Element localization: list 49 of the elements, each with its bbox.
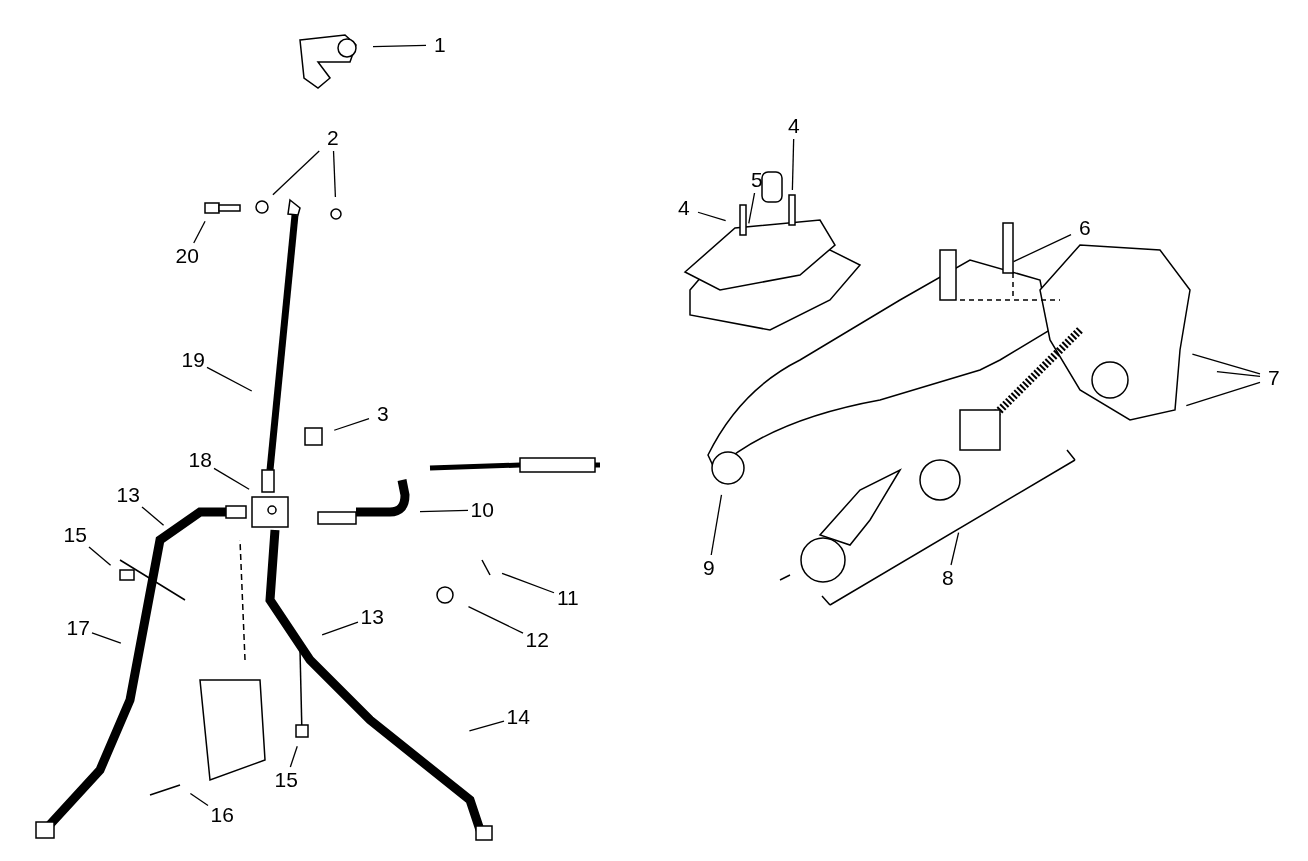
callout-number: 4 [788, 114, 800, 138]
leader-line [1216, 371, 1261, 378]
leader-line [206, 366, 253, 392]
leader-line [333, 418, 370, 431]
leader-line [1191, 353, 1261, 375]
callout-number: 19 [181, 348, 205, 372]
leader-line [748, 192, 756, 224]
leader-line [91, 632, 122, 644]
leader-line [501, 572, 555, 594]
leader-line [468, 720, 505, 732]
callout-number: 8 [942, 566, 954, 590]
leader-line [272, 150, 320, 196]
leader-line [1012, 233, 1072, 263]
leader-line [372, 44, 427, 48]
callout-number: 18 [188, 448, 212, 472]
leader-line [88, 546, 112, 566]
callout-number: 15 [63, 523, 87, 547]
callout-number: 15 [274, 768, 298, 792]
callout-number: 10 [470, 498, 494, 522]
callout-number: 20 [175, 244, 199, 268]
callout-number: 3 [377, 402, 389, 426]
leader-line [697, 211, 727, 222]
callout-number: 14 [506, 705, 530, 729]
leader-line [141, 506, 165, 526]
callout-number: 2 [327, 126, 339, 150]
leader-line [289, 745, 298, 768]
leader-line [467, 605, 524, 634]
leader-line [1185, 381, 1261, 407]
callout-number: 6 [1079, 216, 1091, 240]
callout-number: 4 [678, 196, 690, 220]
callout-number: 11 [557, 586, 579, 610]
leader-line [332, 150, 337, 198]
leader-line [419, 509, 469, 513]
leader-line [189, 792, 209, 807]
leader-line [321, 621, 359, 636]
callout-number: 17 [66, 616, 90, 640]
callout-number: 9 [703, 556, 715, 580]
leader-line [950, 531, 960, 566]
leader-line [791, 138, 795, 191]
leader-line [710, 494, 723, 556]
leader-line [213, 467, 250, 490]
callout-number: 13 [116, 483, 140, 507]
callout-number: 7 [1268, 366, 1280, 390]
callout-number: 16 [210, 803, 234, 827]
callout-number: 5 [751, 168, 763, 192]
callout-number: 12 [525, 628, 549, 652]
callout-number: 13 [360, 605, 384, 629]
leader-line [193, 220, 206, 244]
callout-number: 1 [434, 33, 446, 57]
